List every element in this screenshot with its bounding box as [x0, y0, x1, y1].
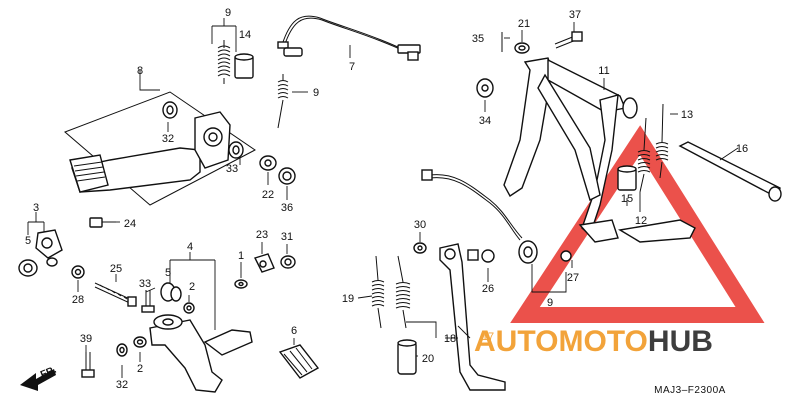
- callout-5-a: 5: [25, 235, 31, 247]
- callout-8: 9: [313, 87, 319, 99]
- callout-27: 26: [482, 283, 494, 295]
- spring-20: [371, 255, 385, 329]
- watermark-hub: HUB: [648, 325, 713, 358]
- bolt-28: [560, 250, 572, 262]
- leader-lines: [27, 18, 739, 378]
- cable-7: [277, 15, 421, 61]
- callout-17: 16: [736, 143, 748, 155]
- front-direction-label: FR.: [39, 364, 58, 380]
- callout-13: 12: [635, 215, 647, 227]
- pivot-bracket-5: [18, 229, 63, 277]
- shift-lever: [149, 314, 253, 393]
- collar-21: [397, 339, 417, 375]
- watermark-auto: AUTO: [474, 325, 558, 358]
- washer-22: [514, 42, 530, 54]
- callout-16: 15: [621, 193, 633, 205]
- callout-26: 25: [110, 263, 122, 275]
- callout-38: 37: [569, 9, 581, 21]
- washer-31: [280, 255, 296, 269]
- callout-2-b: 2: [137, 363, 143, 375]
- spring-16: [637, 117, 651, 193]
- callout-32: 32: [116, 379, 128, 391]
- callout-36: 35: [472, 33, 484, 45]
- callout-7: 7: [349, 61, 355, 73]
- watermark-moto: MOTO: [558, 325, 647, 358]
- washer-2: [183, 302, 195, 314]
- side-stand-18: [439, 243, 506, 391]
- callout-11: 9: [225, 7, 231, 19]
- callout-10: 8: [137, 65, 143, 77]
- callout-25: 24: [124, 218, 136, 230]
- nut-35: [476, 78, 494, 98]
- callout-21: 20: [422, 353, 434, 365]
- callout-9: 9: [547, 297, 553, 309]
- callout-31: 31: [281, 231, 293, 243]
- callout-labels: 9 14 8 7 9 32 33 22 36 3 5 24 28 25 4 5 …: [25, 7, 748, 391]
- brake-pedal: [64, 91, 256, 206]
- callout-6: 6: [291, 325, 297, 337]
- bolt-30: [413, 242, 427, 254]
- callout-4: 4: [187, 241, 193, 253]
- collar-15: [234, 53, 254, 79]
- callout-28: 27: [567, 272, 579, 284]
- callout-22: 21: [518, 18, 530, 30]
- callout-1: 1: [238, 250, 244, 262]
- callout-33-a: 32: [162, 133, 174, 145]
- bolt-38: [554, 31, 583, 49]
- collar-13: [617, 165, 637, 191]
- callout-30: 30: [414, 219, 426, 231]
- callout-37: 36: [281, 202, 293, 214]
- callout-35: 34: [479, 115, 491, 127]
- nut-2-lower: [133, 336, 147, 348]
- spring-19: [395, 255, 411, 329]
- diagram-code: MAJ3–F2300A: [654, 385, 726, 396]
- bolt-26: [94, 282, 137, 307]
- callout-33-b: 33: [226, 163, 238, 175]
- callout-23: 22: [262, 189, 274, 201]
- callout-20: 19: [342, 293, 354, 305]
- nut-1: [234, 279, 248, 289]
- callout-34: 33: [139, 278, 151, 290]
- spring-8: [277, 74, 289, 129]
- callout-39: 39: [80, 333, 92, 345]
- bolt-34: [141, 290, 155, 313]
- callout-12: 11: [598, 65, 609, 77]
- bracket-24: [254, 253, 275, 273]
- spring-15: [217, 40, 231, 84]
- rubber-6: [278, 344, 320, 379]
- callout-3: 3: [33, 202, 39, 214]
- bolt-27: [467, 249, 495, 263]
- bolt-39: [81, 352, 95, 378]
- spring-14: [655, 103, 669, 179]
- main-stand-12: [503, 57, 638, 243]
- callout-18: 17: [482, 331, 494, 343]
- callout-24: 23: [256, 229, 268, 241]
- washer-32: [116, 343, 128, 357]
- collar-5: [160, 282, 182, 302]
- callout-2-a: 2: [189, 281, 195, 293]
- watermark-text: AUTOMOTOHUB: [474, 325, 713, 358]
- switch-cable-9: [421, 169, 538, 264]
- nut-37: [278, 167, 296, 185]
- bolt-25: [89, 217, 116, 228]
- front-arrow-icon: [20, 369, 56, 391]
- callout-14: 13: [681, 109, 693, 121]
- nut-29: [71, 265, 85, 279]
- callout-15: 14: [239, 29, 251, 41]
- svg-text:AUTOMOTOHUB: AUTOMOTOHUB: [474, 325, 713, 358]
- washer-23: [259, 155, 277, 171]
- callout-5-b: 5: [165, 267, 171, 279]
- callout-19: 18: [444, 333, 456, 345]
- callout-29: 28: [72, 294, 84, 306]
- stand-arm: [618, 219, 696, 243]
- shaft-17: [678, 141, 782, 202]
